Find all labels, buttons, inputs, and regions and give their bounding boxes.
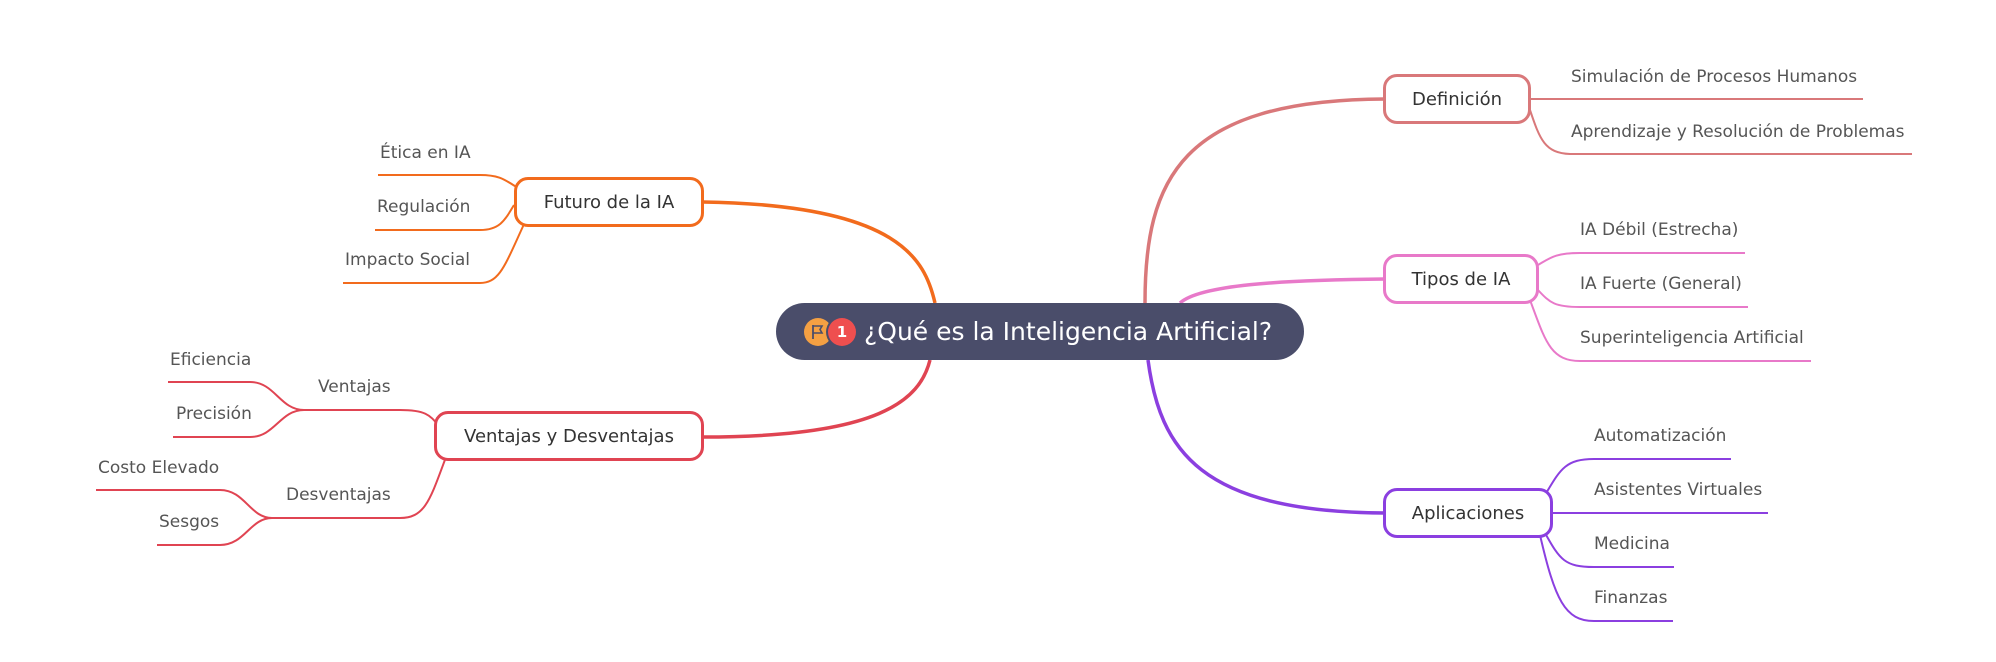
leaf-regulacion[interactable]: Regulación (377, 197, 471, 217)
flag-glyph (812, 324, 824, 339)
branch-definicion[interactable]: Definición (1383, 74, 1531, 124)
leaf-sesgos[interactable]: Sesgos (159, 512, 220, 532)
leaf-ia-fuerte[interactable]: IA Fuerte (General) (1580, 274, 1742, 294)
branch-label: Definición (1412, 88, 1502, 110)
central-topic[interactable]: 1 ¿Qué es la Inteligencia Artificial? (776, 303, 1304, 360)
leaf-automatizacion[interactable]: Automatización (1594, 426, 1727, 446)
leaf-precision[interactable]: Precisión (176, 404, 252, 424)
priority-badge: 1 (828, 317, 856, 346)
branch-label: Ventajas y Desventajas (464, 425, 674, 447)
leaf-medicina[interactable]: Medicina (1594, 534, 1670, 554)
group-desventajas[interactable]: Desventajas (286, 485, 391, 505)
branch-ventajas-y-desventajas[interactable]: Ventajas y Desventajas (434, 411, 704, 461)
leaf-finanzas[interactable]: Finanzas (1594, 588, 1668, 608)
branch-tipos-de-ia[interactable]: Tipos de IA (1383, 254, 1539, 304)
branch-futuro-de-la-ia[interactable]: Futuro de la IA (514, 177, 704, 227)
leaf-superinteligencia[interactable]: Superinteligencia Artificial (1580, 328, 1804, 348)
leaf-asistentes-virtuales[interactable]: Asistentes Virtuales (1594, 480, 1763, 500)
group-ventajas[interactable]: Ventajas (318, 377, 391, 397)
leaf-simulacion[interactable]: Simulación de Procesos Humanos (1571, 67, 1858, 87)
branch-label: Tipos de IA (1411, 268, 1511, 290)
branch-label: Aplicaciones (1411, 502, 1525, 524)
flag-icon (804, 317, 832, 346)
leaf-aprendizaje[interactable]: Aprendizaje y Resolución de Problemas (1571, 122, 1905, 142)
leaf-impacto-social[interactable]: Impacto Social (345, 250, 471, 270)
leaf-ia-debil[interactable]: IA Débil (Estrecha) (1580, 220, 1739, 240)
central-topic-title: ¿Qué es la Inteligencia Artificial? (864, 317, 1273, 346)
leaf-costo-elevado[interactable]: Costo Elevado (98, 458, 220, 478)
leaf-eficiencia[interactable]: Eficiencia (170, 350, 252, 370)
leaf-etica[interactable]: Ética en IA (380, 143, 471, 163)
branch-aplicaciones[interactable]: Aplicaciones (1383, 488, 1553, 538)
branch-label: Futuro de la IA (543, 191, 675, 213)
